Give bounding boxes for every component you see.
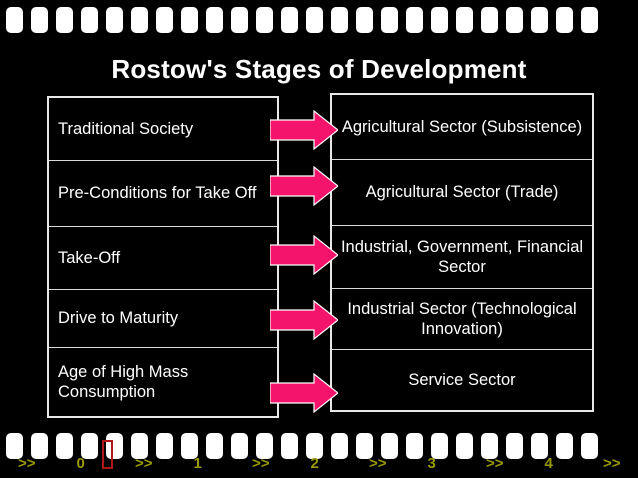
film-perforation <box>331 7 348 33</box>
nav-page-1[interactable]: 1 <box>193 455 202 472</box>
nav-page-2[interactable]: 2 <box>310 455 319 472</box>
film-perforation <box>431 7 448 33</box>
table-row: Take-Off <box>49 227 277 290</box>
film-perforation <box>106 7 123 33</box>
nav-advance-icon[interactable]: >> <box>486 455 504 472</box>
film-perforation <box>256 7 273 33</box>
table-row: Drive to Maturity <box>49 290 277 348</box>
sector-label: Agricultural Sector (Subsistence) <box>341 117 583 136</box>
film-perforation <box>556 7 573 33</box>
right-arrow-icon <box>270 110 338 150</box>
table-row: Traditional Society <box>49 98 277 161</box>
film-perforation <box>581 7 598 33</box>
film-perforation <box>206 7 223 33</box>
film-perforation <box>381 7 398 33</box>
film-perforation <box>531 7 548 33</box>
film-perforation <box>181 7 198 33</box>
table-row: Pre-Conditions for Take Off <box>49 161 277 227</box>
sector-label: Service Sector <box>408 370 516 389</box>
nav-page-4[interactable]: 4 <box>544 455 553 472</box>
table-row: Industrial, Government, Financial Sector <box>332 226 592 289</box>
sector-label: Industrial Sector (Technological Innovat… <box>347 299 577 338</box>
navbar[interactable]: >> 0 >> 1 >> 2 >> 3 >> 4 >> <box>0 455 638 478</box>
film-perforation <box>356 7 373 33</box>
right-arrow-icon <box>270 166 338 206</box>
stage-label: Age of High Mass Consumption <box>58 362 189 401</box>
right-arrow-icon <box>270 373 338 413</box>
film-perforation <box>456 7 473 33</box>
right-arrow-icon <box>270 235 338 275</box>
nav-advance-icon[interactable]: >> <box>18 455 36 472</box>
film-perforation <box>281 7 298 33</box>
nav-advance-icon[interactable]: >> <box>252 455 270 472</box>
nav-page-0[interactable]: 0 <box>76 455 85 472</box>
film-perforation <box>231 7 248 33</box>
nav-advance-icon[interactable]: >> <box>369 455 387 472</box>
page-title: Rostow's Stages of Development <box>111 54 527 84</box>
filmstrip-top <box>0 6 638 34</box>
film-perforation <box>156 7 173 33</box>
film-perforation <box>306 7 323 33</box>
stages-table-right: Agricultural Sector (Subsistence) Agricu… <box>330 93 594 412</box>
nav-advance-icon[interactable]: >> <box>135 455 153 472</box>
film-perforation <box>506 7 523 33</box>
right-arrow-icon <box>270 300 338 340</box>
table-row: Service Sector <box>332 350 592 410</box>
film-perforation <box>131 7 148 33</box>
table-row: Agricultural Sector (Trade) <box>332 160 592 226</box>
nav-page-3[interactable]: 3 <box>427 455 436 472</box>
film-perforation <box>481 7 498 33</box>
nav-advance-icon[interactable]: >> <box>603 455 621 472</box>
nav-highlight-box <box>102 440 113 469</box>
film-perforation <box>81 7 98 33</box>
table-row: Agricultural Sector (Subsistence) <box>332 95 592 160</box>
stage-label: Take-Off <box>58 248 121 267</box>
film-perforation <box>31 7 48 33</box>
stage-label: Traditional Society <box>58 119 194 138</box>
sector-label: Agricultural Sector (Trade) <box>365 183 559 202</box>
film-perforation <box>6 7 23 33</box>
stage-label: Pre-Conditions for Take Off <box>58 184 257 203</box>
film-perforation <box>56 7 73 33</box>
stages-table-left: Traditional Society Pre-Conditions for T… <box>47 96 279 418</box>
table-row: Age of High Mass Consumption <box>49 348 277 416</box>
sector-label: Industrial, Government, Financial Sector <box>340 237 584 276</box>
stage-label: Drive to Maturity <box>58 309 179 328</box>
table-row: Industrial Sector (Technological Innovat… <box>332 289 592 350</box>
film-perforation <box>406 7 423 33</box>
